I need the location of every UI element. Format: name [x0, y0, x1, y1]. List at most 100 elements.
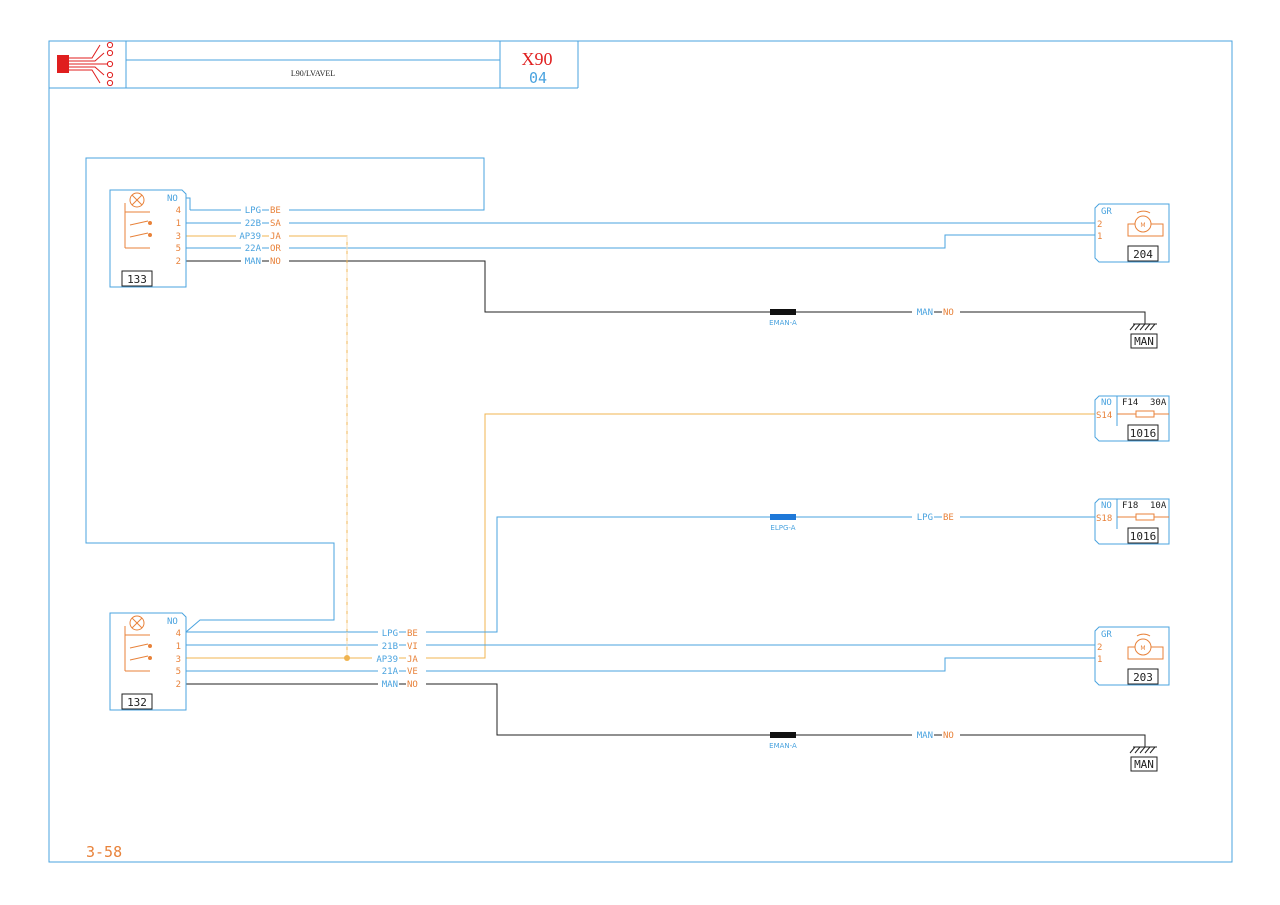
pin-label: 4 [176, 206, 181, 216]
wire-color: NO [407, 680, 418, 690]
component-id: 204 [1133, 248, 1153, 261]
ground-bottom: MAN [1129, 746, 1158, 772]
wire-labels-133: LPG BE 22B SA AP39 JA 22A OR MAN NO [236, 205, 289, 267]
pin-label: 1 [176, 642, 181, 652]
pin-label: 3 [176, 232, 181, 242]
pin-no: NO [167, 194, 178, 204]
pin-no: NO [1101, 501, 1112, 511]
splice-elpg: ELPG-A LPG BE [770, 512, 960, 532]
motor-icon [1127, 210, 1164, 237]
wire-color: OR [270, 244, 281, 254]
pin-label: 1 [176, 219, 181, 229]
wire-code: LPG [382, 629, 398, 639]
wire-21a [186, 657, 1095, 672]
component-133: 133 NO 4 1 3 5 2 [109, 189, 187, 288]
wire-lpg [186, 516, 1095, 633]
wire-code: 21B [382, 642, 398, 652]
subtitle-text: L90/LVAVEL [291, 69, 335, 78]
motor-label: M [1140, 222, 1145, 229]
fuse-icon [1117, 410, 1169, 418]
splice-label: EMAN-A [769, 319, 797, 327]
switch-icon [124, 626, 152, 672]
ground-icon [1129, 323, 1157, 331]
pin-no: NO [167, 617, 178, 627]
wire-22a [186, 234, 1095, 249]
component-132: 132 NO 4 1 3 5 2 [109, 612, 187, 711]
wire-color: BE [270, 206, 281, 216]
fuse-name: F14 [1122, 398, 1138, 408]
pin-label: 5 [176, 667, 181, 677]
wire-color: BE [407, 629, 418, 639]
lamp-icon [129, 615, 145, 631]
component-id: 132 [127, 696, 147, 709]
motor-icon [1127, 633, 1164, 660]
connector-logo-icon [57, 41, 114, 87]
wire-code: 22A [245, 244, 262, 254]
wire-ap39 [186, 235, 348, 658]
splice-label: EMAN-A [769, 742, 797, 750]
wire-code: MAN [382, 680, 398, 690]
pin-label: 2 [1097, 643, 1102, 653]
wire-man-top [186, 260, 1146, 324]
fuse-name: F18 [1122, 501, 1138, 511]
page-reference: 3-58 [86, 843, 122, 861]
fuse-rating: 10A [1150, 501, 1167, 511]
ground-icon [1129, 746, 1157, 754]
fuse-icon [1117, 513, 1169, 521]
pin-label: 1 [1097, 232, 1102, 242]
wire-no-loop [85, 157, 485, 633]
pin-label: S18 [1096, 514, 1112, 524]
pin-label: 1 [1097, 655, 1102, 665]
pin-label: 4 [176, 629, 181, 639]
component-204: GR 2 1 M 204 [1094, 203, 1170, 263]
wire-code: LPG [245, 206, 261, 216]
fuse-f14: NO S14 F14 30A 1016 [1094, 395, 1170, 442]
pin-label: 5 [176, 244, 181, 254]
page-frame [48, 40, 1233, 863]
ground-label: MAN [1134, 335, 1154, 348]
fuse-f18: NO S18 F18 10A 1016 [1094, 498, 1170, 545]
wire-code: MAN [917, 731, 933, 741]
wire-code: AP39 [376, 655, 398, 665]
title-block: L90/LVAVEL X90 04 [49, 41, 579, 89]
wire-color: VI [407, 642, 418, 652]
wire-color: JA [270, 232, 281, 242]
wire-color: SA [270, 219, 281, 229]
wire-code: AP39 [239, 232, 261, 242]
wire-code: 21A [382, 667, 399, 677]
ground-label: MAN [1134, 758, 1154, 771]
splice-label: ELPG-A [770, 524, 795, 532]
pin-label: 3 [176, 655, 181, 665]
wire-color: JA [407, 655, 418, 665]
lamp-icon [129, 192, 145, 208]
diagram-code: X90 [522, 49, 553, 69]
wire-color: BE [943, 513, 954, 523]
switch-icon [124, 203, 152, 249]
component-id: 203 [1133, 671, 1153, 684]
wire-code: MAN [245, 257, 261, 267]
component-id: 1016 [1130, 427, 1157, 440]
wire-code: MAN [917, 308, 933, 318]
pin-label: S14 [1096, 411, 1112, 421]
wire-ap39-lower [186, 413, 1095, 659]
wire-labels-132: LPG BE 21B VI AP39 JA 21A VE MAN NO [372, 627, 426, 690]
wire-color: NO [270, 257, 281, 267]
wire-code: 22B [245, 219, 261, 229]
pin-label: 2 [176, 680, 181, 690]
component-203: GR 2 1 M 203 [1094, 626, 1170, 686]
ground-top: MAN [1129, 323, 1158, 349]
pin-label: 2 [1097, 220, 1102, 230]
splice-eman-bottom: EMAN-A MAN NO [769, 730, 960, 750]
splice-eman-top: EMAN-A MAN NO [769, 307, 960, 327]
wire-man-bottom [186, 683, 1146, 747]
wire-code: LPG [917, 513, 933, 523]
pin-gr: GR [1101, 207, 1112, 217]
wire-color: VE [407, 667, 418, 677]
pin-no: NO [1101, 398, 1112, 408]
sheet-number: 04 [529, 69, 547, 87]
fuse-rating: 30A [1150, 398, 1167, 408]
pin-label: 2 [176, 257, 181, 267]
motor-label: M [1140, 645, 1145, 652]
component-id: 1016 [1130, 530, 1157, 543]
